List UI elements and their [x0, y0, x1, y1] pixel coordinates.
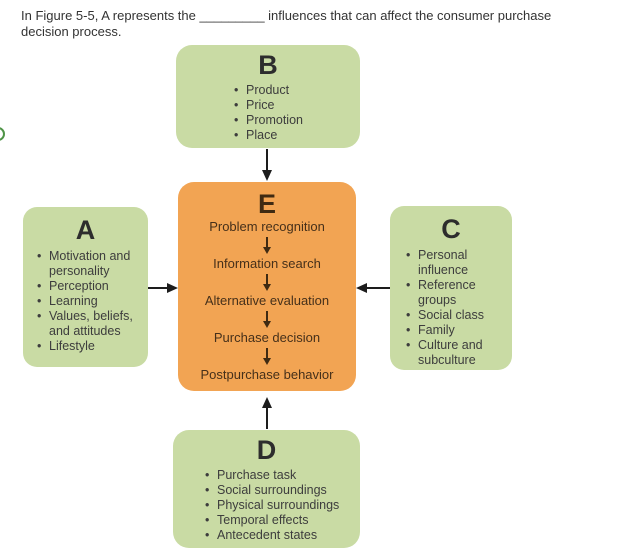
process-step: Problem recognition: [209, 219, 325, 234]
box-c-label: C: [441, 214, 461, 244]
process-step: Purchase decision: [213, 330, 321, 345]
arrow-a-to-e-icon: [148, 282, 178, 293]
list-item: Purchase task: [205, 468, 360, 483]
list-item: Personal influence: [406, 248, 506, 278]
list-item: Temporal effects: [205, 513, 360, 528]
list-item: Motivation and personality: [37, 249, 140, 279]
list-item: Lifestyle: [37, 339, 140, 354]
box-c-list: Personal influence Reference groups Soci…: [406, 248, 506, 368]
list-item: Culture and subculture: [406, 338, 506, 368]
arrow-d-to-e-icon: [261, 397, 272, 429]
box-e-purchase-decision-process: E Problem recognition Information search…: [178, 182, 356, 391]
box-a-label: A: [75, 215, 96, 245]
process-step: Information search: [213, 256, 321, 271]
list-item: Promotion: [234, 113, 360, 128]
down-arrow-icon: [263, 348, 271, 365]
box-b-list: Product Price Promotion Place: [234, 83, 360, 143]
list-item: Social class: [406, 308, 506, 323]
list-item: Social surroundings: [205, 483, 360, 498]
list-item: Product: [234, 83, 360, 98]
box-b-label: B: [258, 50, 278, 80]
list-item: Family: [406, 323, 506, 338]
green-ring-decoration: [0, 127, 5, 141]
process-step: Postpurchase behavior: [200, 367, 334, 382]
box-e-label: E: [257, 189, 276, 219]
list-item: Antecedent states: [205, 528, 360, 543]
down-arrow-icon: [263, 237, 271, 254]
box-b-marketing-mix: B Product Price Promotion Place: [176, 45, 360, 148]
list-item: Price: [234, 98, 360, 113]
box-d-list: Purchase task Social surroundings Physic…: [205, 468, 360, 543]
box-a-psychological-influences: A Motivation and personality Perception …: [23, 207, 148, 367]
arrow-b-to-e-icon: [261, 149, 272, 181]
list-item: Place: [234, 128, 360, 143]
arrow-c-to-e-icon: [356, 282, 390, 293]
process-step: Alternative evaluation: [204, 293, 330, 308]
box-d-label: D: [256, 435, 277, 465]
box-d-situational-influences: D Purchase task Social surroundings Phys…: [173, 430, 360, 548]
list-item: Reference groups: [406, 278, 506, 308]
list-item: Values, beliefs, and attitudes: [37, 309, 140, 339]
down-arrow-icon: [263, 311, 271, 328]
down-arrow-icon: [263, 274, 271, 291]
question-text: In Figure 5-5, A represents the ________…: [21, 8, 552, 39]
list-item: Physical surroundings: [205, 498, 360, 513]
box-c-sociocultural-influences: C Personal influence Reference groups So…: [390, 206, 512, 370]
box-a-list: Motivation and personality Perception Le…: [37, 249, 140, 354]
list-item: Learning: [37, 294, 140, 309]
list-item: Perception: [37, 279, 140, 294]
